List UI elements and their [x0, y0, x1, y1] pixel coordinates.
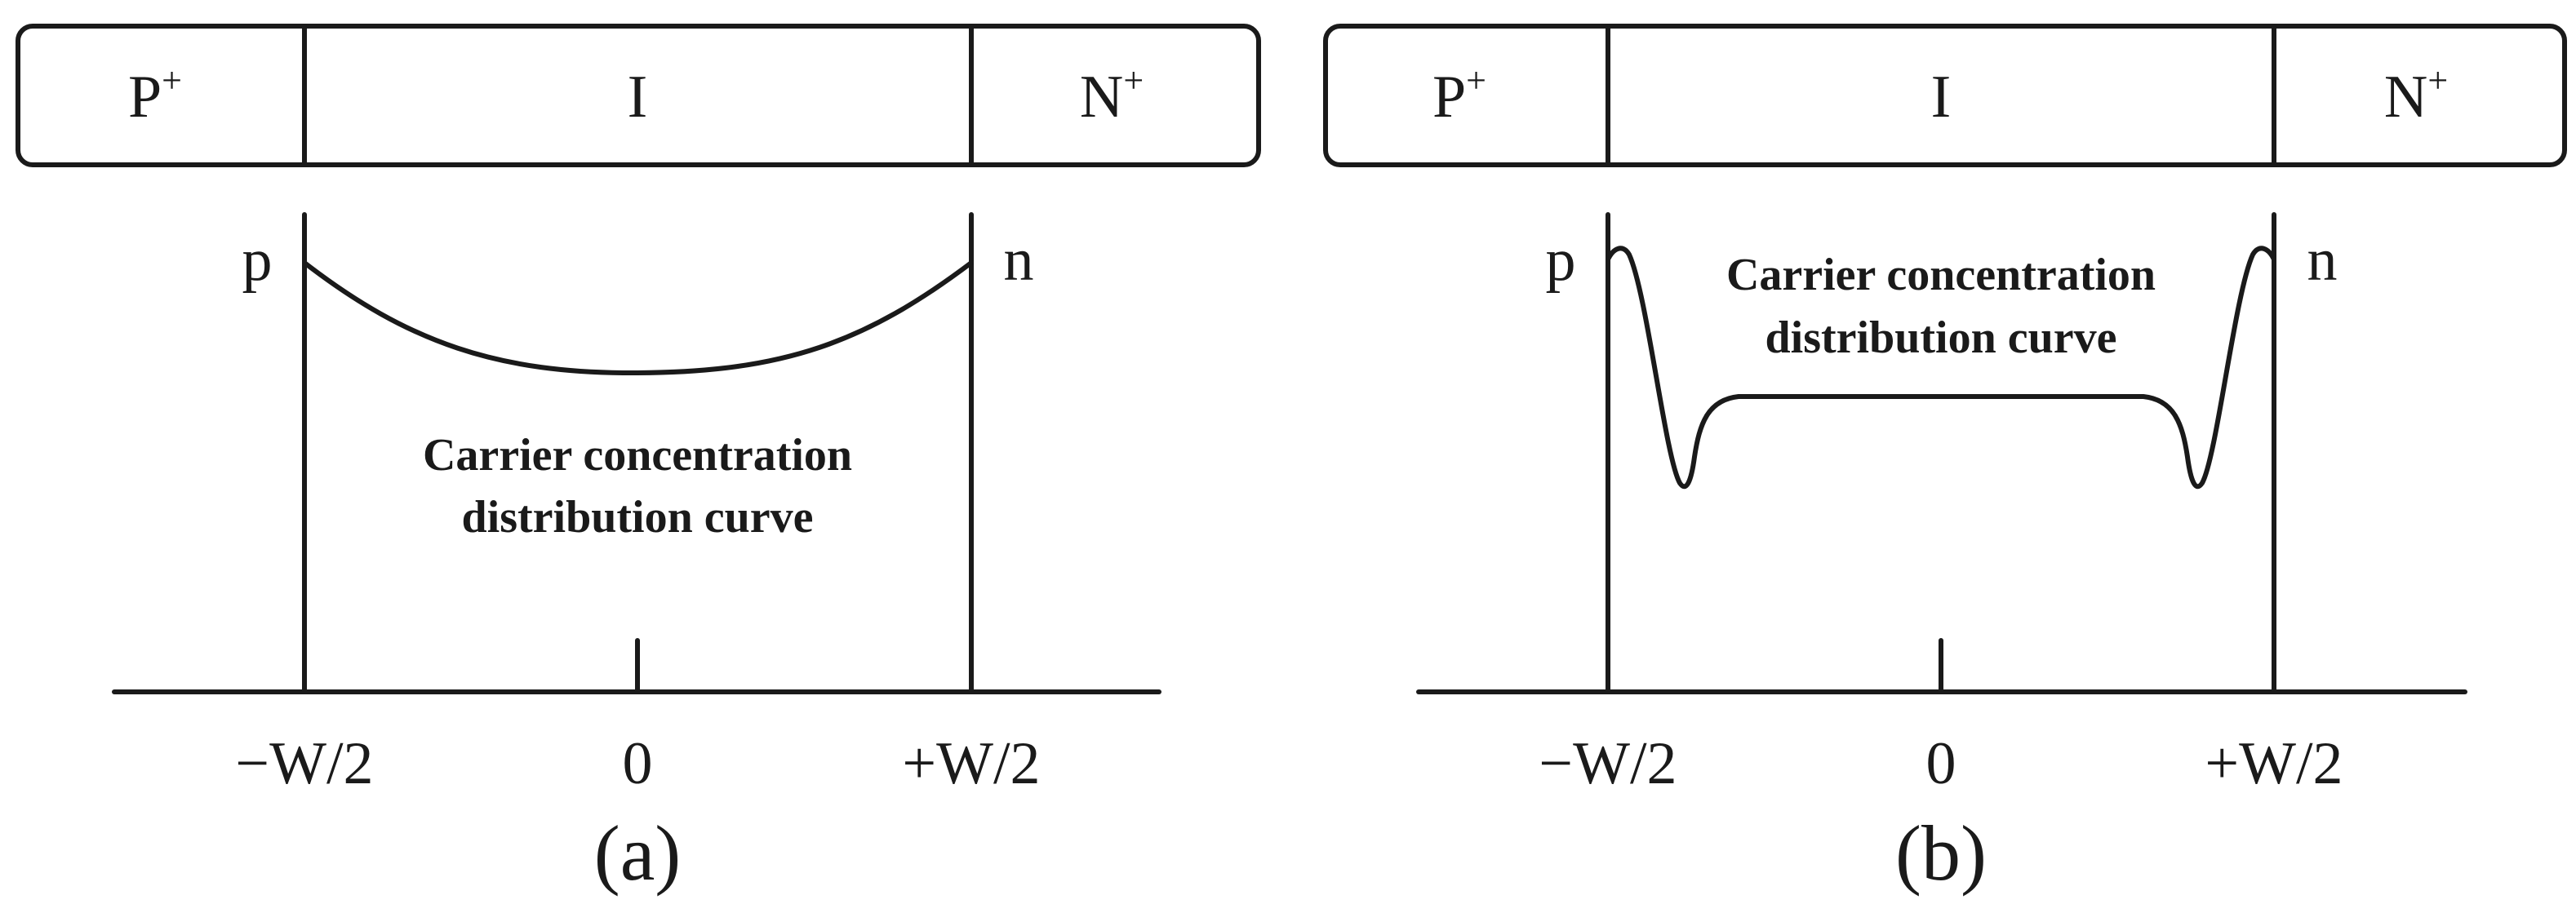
tick-label-neg-a: −W/2	[235, 730, 373, 797]
curve-label-line2-b: distribution curve	[1765, 312, 2117, 363]
edge-label-p-a: p	[242, 227, 273, 294]
edge-label-n-a: n	[1004, 227, 1034, 294]
caption-b: (b)	[1895, 809, 1987, 897]
carrier-curve-a	[302, 260, 974, 376]
region-intrinsic-a: I	[628, 64, 648, 131]
carrier-curve-b	[1606, 246, 2276, 490]
device-outline-b	[1323, 24, 2567, 167]
device-structure-a: P+ I N+	[16, 24, 1261, 167]
region-p-plus-a: P+	[128, 60, 182, 131]
region-n-plus-a: N+	[1080, 60, 1144, 131]
device-outline-a	[16, 24, 1261, 167]
tick-label-pos-b: +W/2	[2205, 730, 2343, 797]
region-intrinsic-b: I	[1931, 64, 1952, 131]
curve-label-line1-b: Carrier concentration	[1726, 250, 2156, 300]
edge-label-p-b: p	[1546, 227, 1576, 294]
region-p-plus-b: P+	[1432, 60, 1486, 131]
concentration-plot-a: p n Carrier concentration distribution c…	[112, 212, 1161, 797]
tick-label-pos-a: +W/2	[902, 730, 1040, 797]
region-n-plus-b: N+	[2384, 60, 2448, 131]
tick-label-neg-b: −W/2	[1539, 730, 1677, 797]
tick-label-zero-a: 0	[623, 730, 653, 797]
tick-label-zero-b: 0	[1926, 730, 1956, 797]
panel-b: P+ I N+ p n Carrier concentration distri…	[1323, 24, 2567, 897]
panel-a: P+ I N+ p n Carrier concentration distri…	[16, 24, 1261, 897]
curve-label-line2-a: distribution curve	[462, 492, 814, 543]
curve-label-line1-a: Carrier concentration	[423, 430, 852, 481]
device-structure-b: P+ I N+	[1323, 24, 2567, 167]
caption-a: (a)	[594, 809, 682, 897]
concentration-plot-b: p n Carrier concentration distribution c…	[1416, 212, 2467, 797]
edge-label-n-b: n	[2307, 227, 2338, 294]
